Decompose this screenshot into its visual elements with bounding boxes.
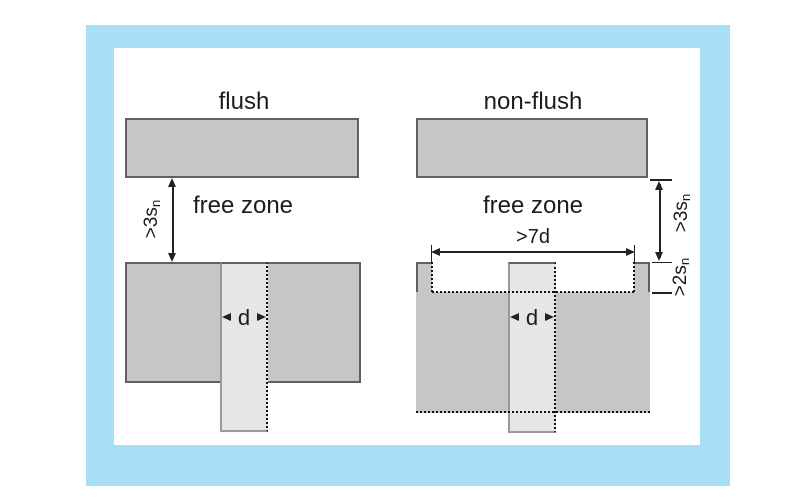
- left-diameter-label: d: [237, 305, 251, 330]
- extension-line: [430, 245, 432, 263]
- arrowhead-down-icon: [655, 252, 663, 261]
- arrowhead-up-icon: [655, 181, 663, 190]
- arrowhead-left-icon: [510, 313, 519, 321]
- left-sensor-body: [220, 262, 268, 432]
- left-free-zone-label: free zone: [192, 192, 294, 219]
- dimension-line: [172, 182, 174, 258]
- arrowhead-left-icon: [431, 247, 440, 256]
- dimension-line: [659, 184, 661, 258]
- flush-title: flush: [218, 88, 270, 115]
- right-free-zone-label: free zone: [482, 192, 584, 219]
- right-opposing-plate: [416, 118, 648, 178]
- arrowhead-up-icon: [168, 178, 176, 187]
- arrowhead-right-icon: [545, 313, 554, 321]
- right-clearance-label: >3sn: [671, 193, 693, 233]
- recess-floor-line: [432, 291, 634, 293]
- right-diameter-label: d: [525, 305, 539, 330]
- recess-depth-label: >2sn: [670, 257, 692, 297]
- arrowhead-down-icon: [168, 253, 176, 262]
- tick-line: [652, 292, 672, 294]
- recess-width-label: >7d: [516, 226, 550, 248]
- arrowhead-right-icon: [626, 247, 635, 256]
- tick-line: [650, 179, 672, 181]
- block-bottom-line: [416, 411, 650, 413]
- dimension-line: [434, 251, 632, 253]
- left-opposing-plate: [125, 118, 359, 178]
- tick-line: [652, 261, 672, 263]
- arrowhead-left-icon: [222, 313, 231, 321]
- non-flush-title: non-flush: [483, 88, 583, 115]
- arrowhead-right-icon: [257, 313, 266, 321]
- recess-wall-line: [633, 262, 635, 292]
- recess-wall-line: [431, 262, 433, 292]
- diagram-frame: [86, 25, 730, 486]
- right-sensor-body: [508, 262, 556, 433]
- extension-line: [633, 245, 635, 263]
- left-clearance-label: >3sn: [141, 199, 163, 239]
